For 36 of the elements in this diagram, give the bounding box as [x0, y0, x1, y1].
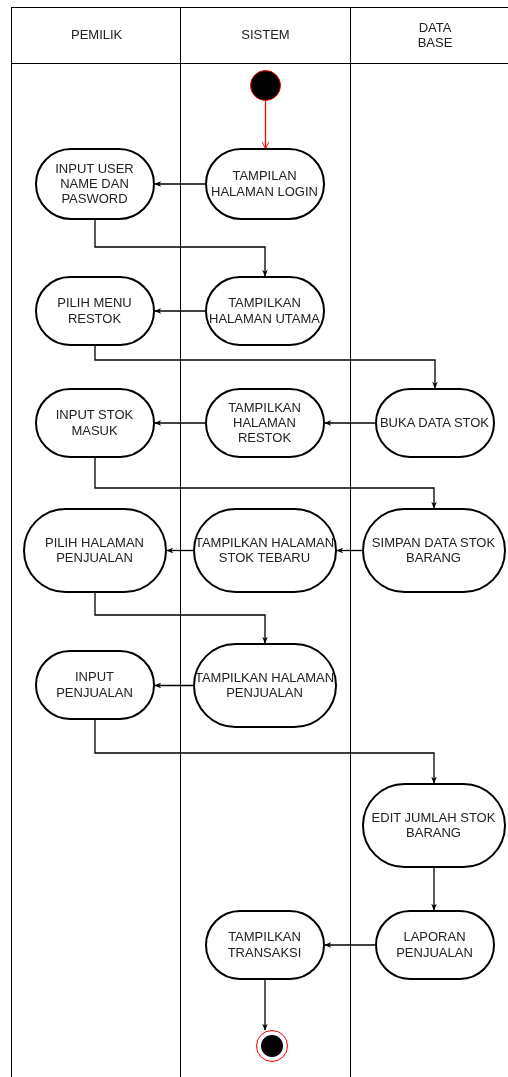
arrow	[431, 867, 437, 911]
activity-label: TAMPILKAN HALAMAN RESTOK	[227, 399, 302, 446]
lane-title: SISTEM	[240, 28, 291, 43]
arrow	[336, 547, 363, 554]
activity-label: TAMPILKAN HALAMAN UTAMA	[208, 295, 321, 326]
activity-label: LAPORAN PENJUALAN	[395, 929, 474, 960]
activity-label: INPUT PENJUALAN	[55, 669, 134, 700]
arrow	[154, 682, 194, 689]
arrow	[94, 345, 438, 389]
arrow	[94, 219, 268, 277]
activity-label: PILIH HALAMAN PENJUALAN	[44, 534, 145, 566]
activity-label: BUKA DATA STOK	[379, 414, 490, 431]
arrow	[166, 547, 194, 554]
activity-label: EDIT JUMLAH STOK BARANG	[370, 809, 497, 841]
swimlane	[11, 7, 181, 1077]
activity-label: TAMPILAN HALAMAN LOGIN	[210, 168, 319, 199]
arrow	[324, 942, 376, 948]
arrow	[154, 420, 206, 426]
lane-title: PEMILIK	[71, 28, 121, 43]
lane-title: DATA BASE	[416, 20, 454, 51]
activity-label: PILIH MENU RESTOK	[56, 295, 133, 326]
arrow	[154, 308, 206, 314]
final-node	[255, 1029, 288, 1062]
activity-label: INPUT USER NAME DAN PASWORD	[54, 160, 135, 207]
activity-label: TAMPILKAN HALAMAN PENJUALAN	[194, 669, 335, 701]
arrow	[94, 592, 268, 644]
arrow	[262, 979, 268, 1031]
activity-label: TAMPILKAN TRANSAKSI	[226, 929, 303, 960]
initial-node	[249, 69, 281, 101]
activity-label: SIMPAN DATA STOK BARANG	[370, 534, 497, 566]
activity-label: INPUT STOK MASUK	[54, 407, 135, 438]
arrow	[324, 420, 376, 426]
activity-label: TAMPILKAN HALAMAN STOK TEBARU	[194, 534, 335, 566]
arrow	[94, 719, 437, 784]
arrow	[94, 457, 437, 509]
arrow	[154, 181, 206, 187]
